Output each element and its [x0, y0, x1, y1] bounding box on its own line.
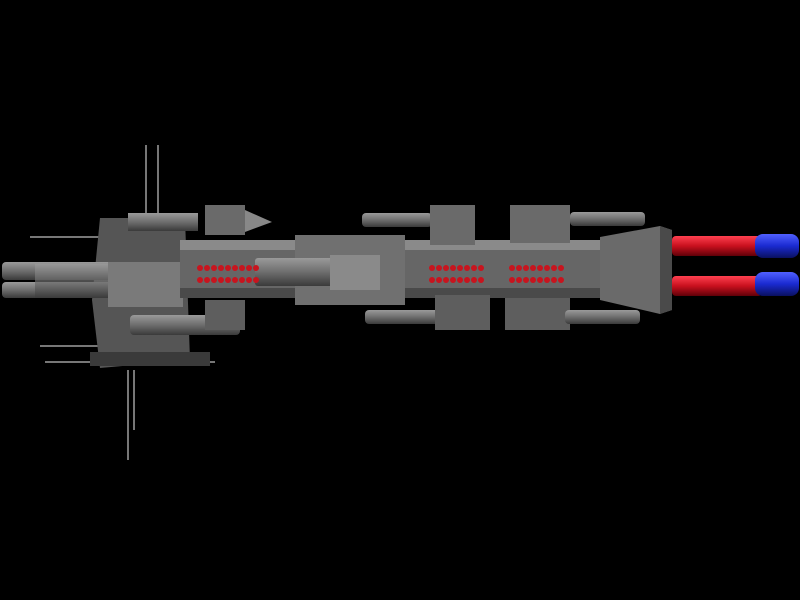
red-stud: [558, 265, 564, 271]
weapon-pods: [672, 234, 799, 296]
red-stud: [429, 277, 435, 283]
red-stud: [551, 277, 557, 283]
red-stud: [239, 277, 245, 283]
red-stud-rows: [197, 265, 564, 283]
red-stud: [225, 265, 231, 271]
turrets: [205, 205, 645, 330]
red-stud: [197, 277, 203, 283]
red-stud: [509, 265, 515, 271]
red-stud: [464, 277, 470, 283]
red-stud: [471, 277, 477, 283]
red-stud: [225, 277, 231, 283]
red-stud: [530, 277, 536, 283]
red-stud: [443, 277, 449, 283]
red-stud: [443, 265, 449, 271]
red-stud: [211, 277, 217, 283]
red-stud: [516, 265, 522, 271]
red-stud: [471, 265, 477, 271]
red-stud: [523, 277, 529, 283]
blue-pod-lower: [755, 272, 799, 296]
red-stud: [464, 265, 470, 271]
red-stud: [450, 265, 456, 271]
red-stud: [232, 265, 238, 271]
red-stud: [558, 277, 564, 283]
main-hull: [180, 235, 610, 305]
red-stud: [544, 265, 550, 271]
red-stud: [246, 277, 252, 283]
red-stud: [218, 265, 224, 271]
red-stud: [457, 265, 463, 271]
red-stud: [457, 277, 463, 283]
red-stud: [204, 277, 210, 283]
red-stud: [211, 265, 217, 271]
red-stud: [537, 277, 543, 283]
red-stud: [544, 277, 550, 283]
red-stud: [516, 277, 522, 283]
red-stud: [537, 265, 543, 271]
blue-pod-upper: [755, 234, 799, 258]
red-stud: [218, 277, 224, 283]
red-stud: [450, 277, 456, 283]
red-stud: [478, 277, 484, 283]
red-stud: [253, 265, 259, 271]
red-stud: [551, 265, 557, 271]
red-stud: [429, 265, 435, 271]
red-pod-upper: [672, 236, 762, 256]
red-stud: [478, 265, 484, 271]
red-stud: [509, 277, 515, 283]
red-stud: [253, 277, 259, 283]
red-stud: [232, 277, 238, 283]
red-stud: [204, 265, 210, 271]
red-stud: [436, 277, 442, 283]
red-stud: [523, 265, 529, 271]
red-stud: [197, 265, 203, 271]
red-pod-lower: [672, 276, 762, 296]
bow-section: [600, 226, 672, 314]
red-stud: [530, 265, 536, 271]
red-stud: [436, 265, 442, 271]
red-stud: [246, 265, 252, 271]
red-stud: [239, 265, 245, 271]
